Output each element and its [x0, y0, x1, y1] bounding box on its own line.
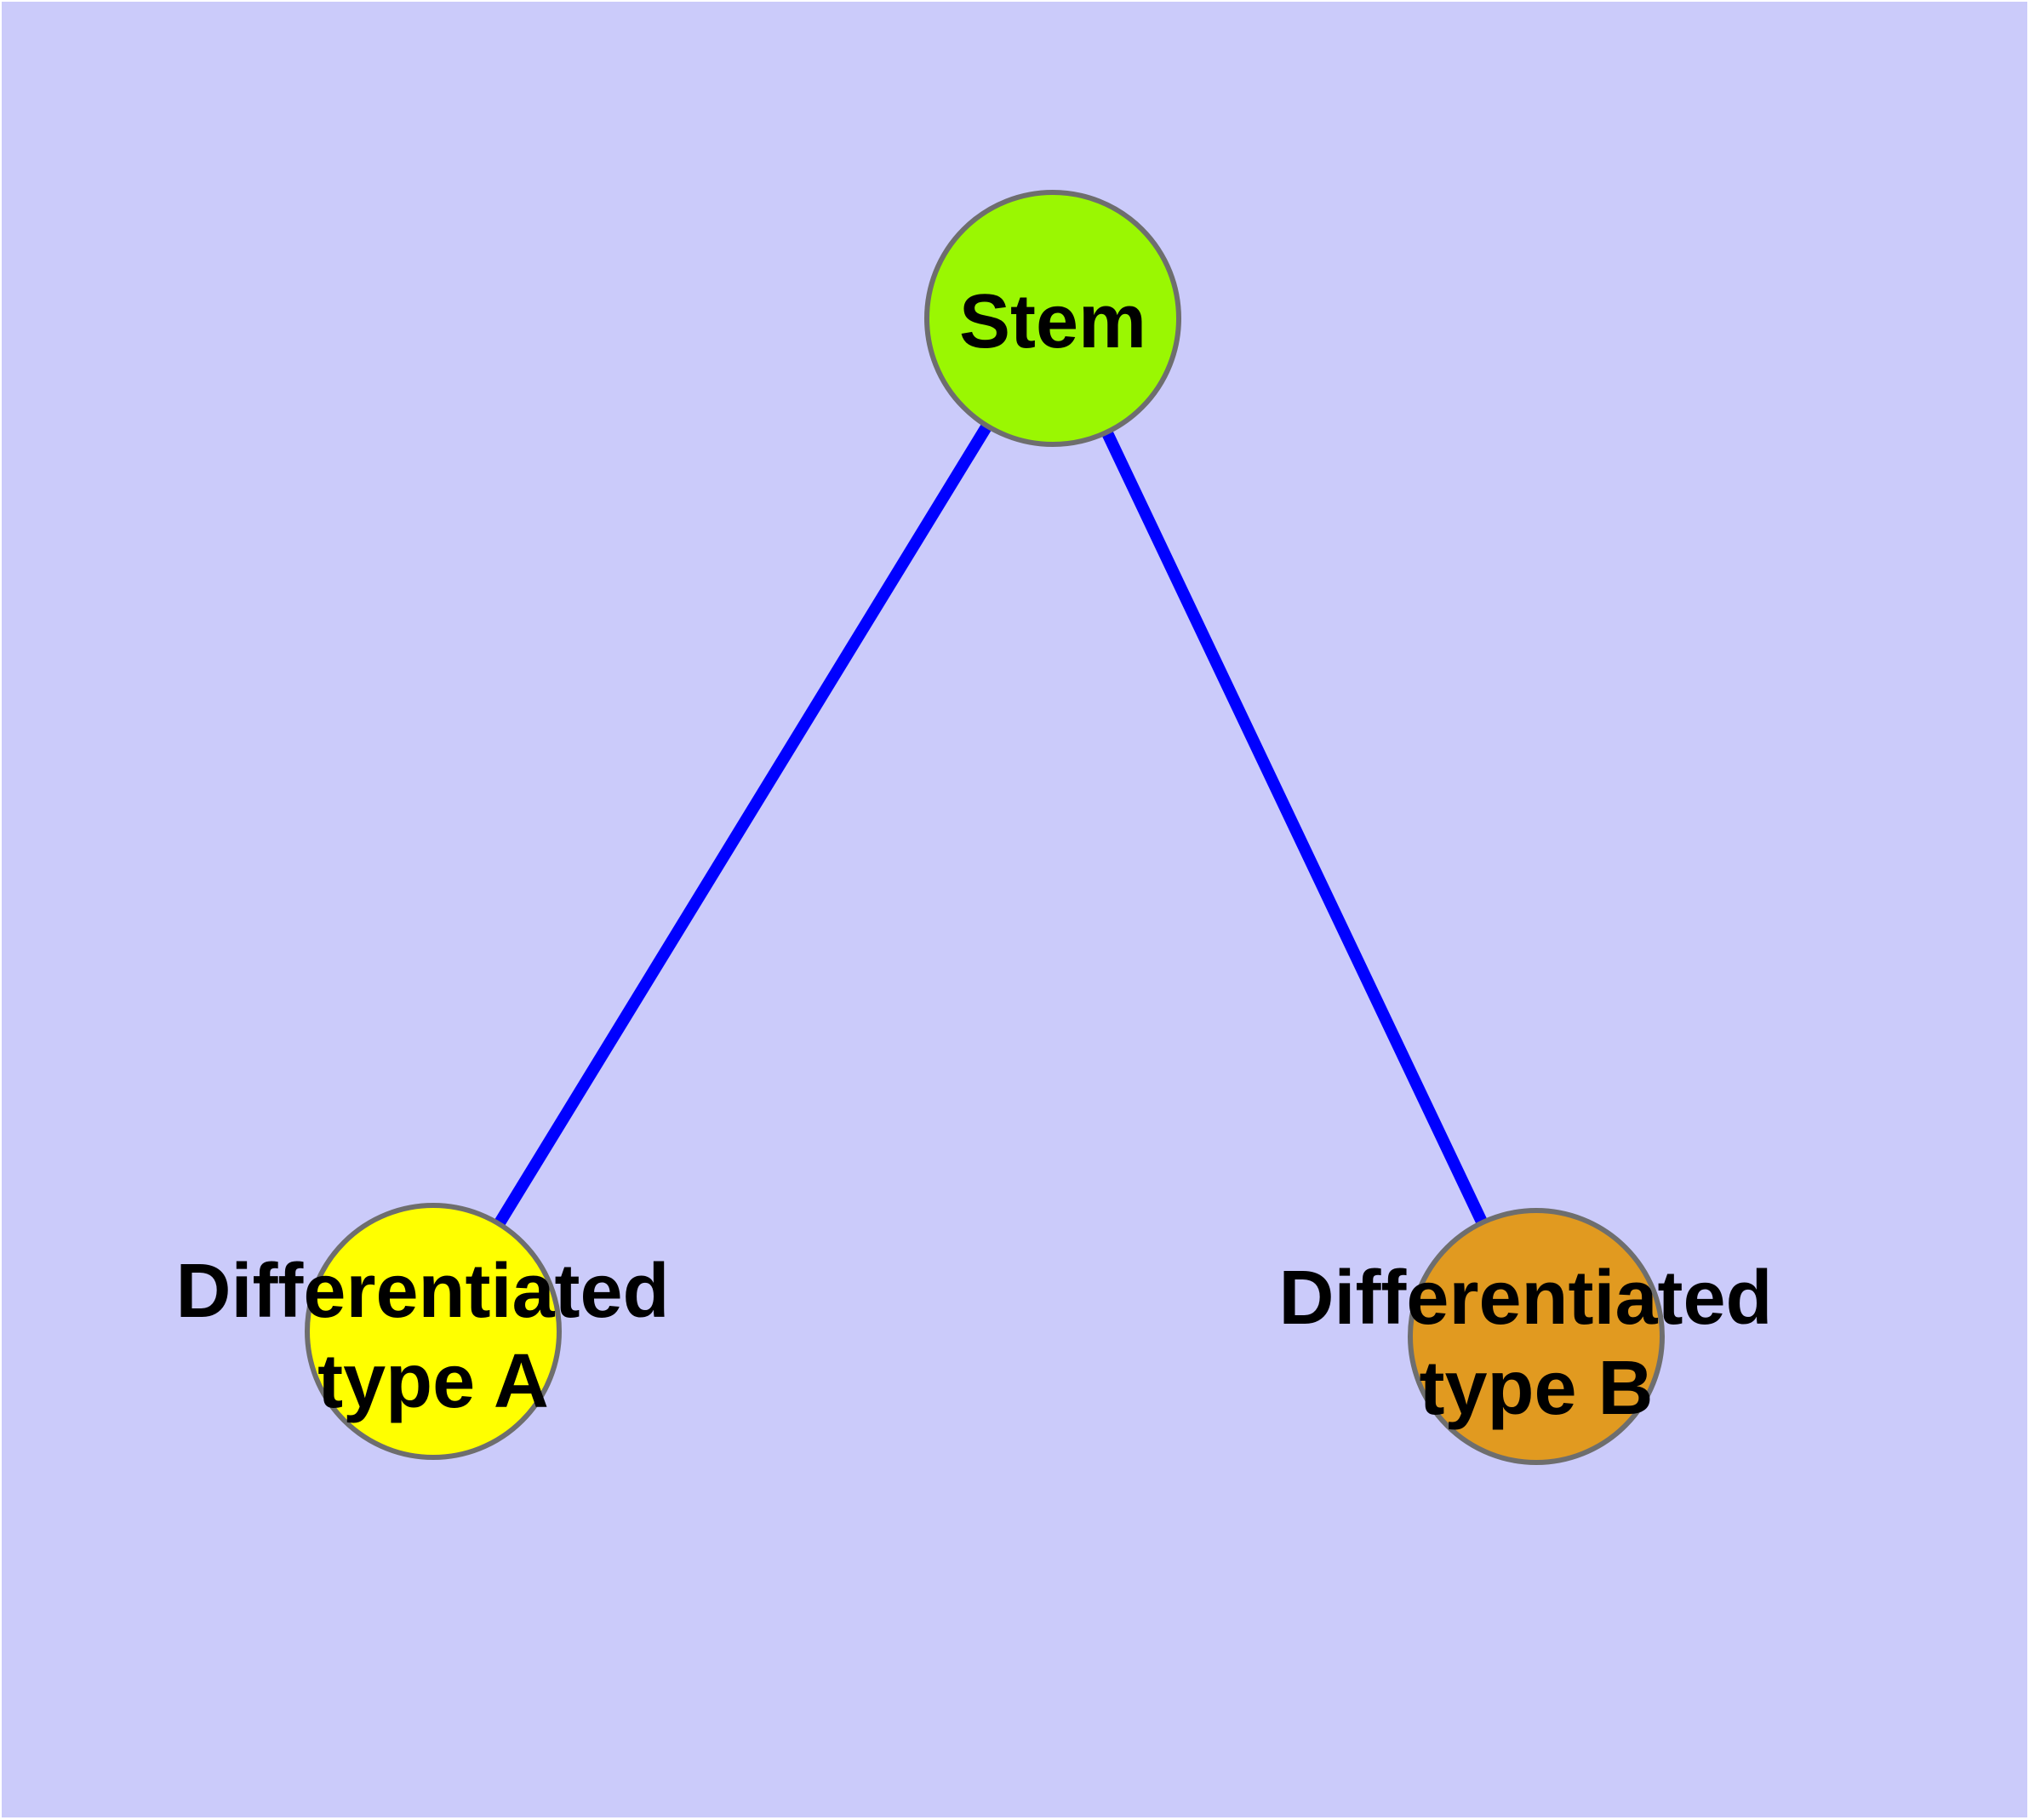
edge-stem-to-typeA	[428, 315, 1058, 1335]
node-typeA-label: Differentiated type A	[175, 1249, 690, 1424]
node-typeB-label: Differentiated type B	[1278, 1256, 1793, 1431]
node-stem	[924, 190, 1181, 447]
node-differentiated-type-a	[305, 1203, 562, 1460]
edge-stem-to-typeB	[1047, 315, 1542, 1340]
node-stem-label: Stem	[959, 279, 1146, 364]
node-typeB-label-line1: Differentiated	[1278, 1256, 1772, 1341]
node-typeA-label-line1: Differentiated	[175, 1249, 669, 1334]
node-typeB-label-line2: type B	[1419, 1346, 1653, 1431]
node-differentiated-type-b	[1408, 1208, 1665, 1465]
node-stem-label-line1: Stem	[959, 279, 1146, 364]
node-typeA-label-line2: type A	[317, 1339, 549, 1424]
